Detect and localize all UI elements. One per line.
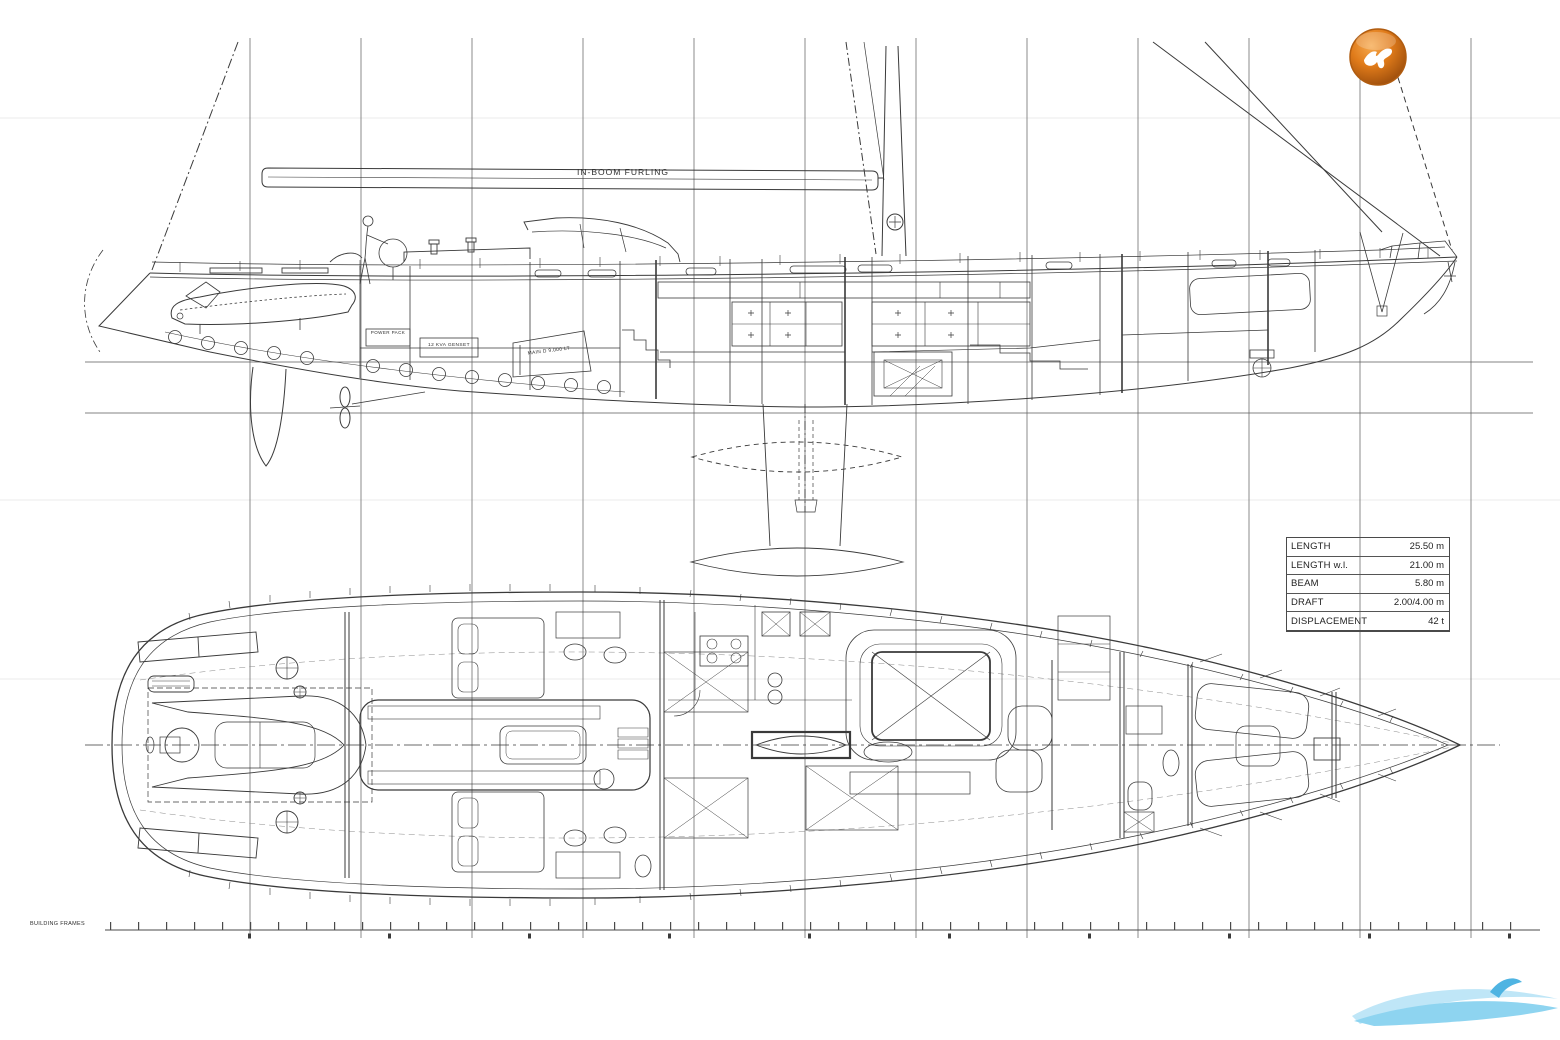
deck-structures bbox=[209, 217, 681, 274]
power-pack-label: POWER PACK bbox=[370, 331, 406, 336]
spec-row-length-wl: LENGTH w.l. 21.00 m bbox=[1287, 557, 1449, 576]
sink bbox=[767, 672, 783, 688]
double-berth bbox=[451, 791, 545, 873]
deck-stanchions-bottom bbox=[188, 767, 1394, 906]
spec-value: 21.00 m bbox=[1409, 559, 1444, 571]
spec-value: 2.00/4.00 m bbox=[1393, 597, 1444, 609]
forward-accommodation bbox=[1051, 615, 1397, 838]
boom-furling-label: IN-BOOM FURLING bbox=[577, 167, 669, 177]
outboard-motor-plan bbox=[164, 727, 200, 763]
cockpit-table bbox=[499, 725, 587, 765]
saloon-table bbox=[871, 651, 991, 741]
basin bbox=[1162, 749, 1180, 777]
fuel-tank bbox=[512, 330, 592, 378]
spec-label: LENGTH w.l. bbox=[1291, 559, 1349, 571]
plan-view bbox=[85, 584, 1500, 906]
watermark-wave-logo bbox=[1352, 972, 1560, 1036]
double-berth bbox=[451, 617, 545, 699]
datum-waterlines bbox=[85, 361, 1533, 414]
basin bbox=[563, 829, 587, 847]
broker-logo bbox=[1347, 26, 1409, 88]
armchair bbox=[995, 749, 1043, 793]
genset-box bbox=[419, 337, 479, 358]
pilothouse bbox=[523, 217, 681, 263]
engine-box bbox=[873, 351, 953, 397]
basin bbox=[563, 643, 587, 661]
keel-foil-section-lowered bbox=[689, 547, 905, 577]
anchor-icon bbox=[1444, 261, 1456, 283]
keel-trunk-plan bbox=[750, 730, 852, 760]
spec-label: DISPLACEMENT bbox=[1291, 615, 1368, 627]
scan-streak bbox=[0, 117, 1560, 119]
outboard-motor-icon bbox=[185, 281, 301, 334]
spec-value: 25.50 m bbox=[1409, 541, 1444, 553]
boom bbox=[261, 167, 879, 191]
tender-dinghy-plan bbox=[151, 695, 367, 795]
scan-streak bbox=[0, 499, 1560, 501]
v-berth bbox=[1194, 751, 1310, 807]
genset-label: 12 KVA GENSET bbox=[428, 343, 470, 348]
power-pack-box bbox=[365, 328, 411, 347]
basin bbox=[603, 826, 627, 844]
spec-value: 42 t bbox=[1428, 615, 1444, 627]
forward-berth bbox=[1189, 272, 1311, 316]
saloon-settee bbox=[845, 629, 1017, 761]
orange-falcon-badge-icon bbox=[1349, 28, 1407, 86]
tender-garage-plan bbox=[145, 675, 373, 803]
hull-frame-holes bbox=[164, 330, 626, 394]
spec-label: DRAFT bbox=[1291, 597, 1324, 609]
toilet bbox=[634, 854, 652, 878]
spec-row-draft: DRAFT 2.00/4.00 m bbox=[1287, 594, 1449, 613]
aft-deck-fittings bbox=[137, 631, 307, 859]
profile-view bbox=[84, 41, 1458, 577]
rudder-and-propeller bbox=[250, 366, 426, 467]
spec-row-length: LENGTH 25.50 m bbox=[1287, 538, 1449, 557]
saloon-seat-steps bbox=[970, 344, 1088, 370]
blue-wave-swoosh-icon bbox=[1352, 978, 1558, 1026]
spec-value: 5.80 m bbox=[1414, 578, 1444, 590]
stove bbox=[699, 635, 749, 667]
helmsman-figure bbox=[359, 215, 408, 285]
spec-row-beam: BEAM 5.80 m bbox=[1287, 575, 1449, 594]
basin bbox=[603, 646, 627, 664]
cockpit-coaming bbox=[359, 699, 651, 791]
toilet bbox=[1127, 781, 1153, 811]
hull-profile bbox=[84, 240, 1458, 408]
falcon-glyph bbox=[1364, 48, 1393, 69]
mast-winch-icon bbox=[886, 213, 904, 231]
scale-ruler bbox=[105, 922, 1540, 939]
specifications-table: LENGTH 25.50 m LENGTH w.l. 21.00 m BEAM … bbox=[1286, 537, 1450, 632]
spec-label: LENGTH bbox=[1291, 541, 1331, 553]
scan-streak bbox=[0, 678, 1560, 680]
v-berth bbox=[1194, 683, 1310, 739]
hull-windows bbox=[534, 258, 1291, 278]
bow-pulpit bbox=[1379, 240, 1458, 260]
building-frames-label: BUILDING FRAMES bbox=[30, 921, 85, 927]
shower-box bbox=[1125, 705, 1163, 735]
lifting-keel bbox=[689, 403, 905, 577]
steering-wheel-icon bbox=[378, 238, 408, 268]
mast bbox=[878, 45, 907, 257]
aft-accommodation bbox=[344, 600, 665, 890]
rigging-lines bbox=[151, 41, 1453, 271]
midship-accommodation bbox=[663, 605, 1053, 839]
forestay-brace bbox=[1359, 231, 1404, 313]
keel-foil-section-raised bbox=[690, 441, 904, 473]
wheel-plan bbox=[593, 768, 615, 790]
armchair bbox=[1007, 705, 1053, 751]
companionway-steps bbox=[622, 329, 671, 368]
deck-stanchions-top bbox=[188, 584, 1394, 723]
tender-dinghy-profile bbox=[170, 281, 356, 334]
sink bbox=[767, 689, 783, 705]
spec-row-displacement: DISPLACEMENT 42 t bbox=[1287, 612, 1449, 631]
lifeline-stanchions bbox=[179, 248, 1429, 272]
frame-grid-lines bbox=[249, 38, 1472, 938]
companionway-plan bbox=[617, 727, 649, 760]
interior-joinery bbox=[365, 231, 1404, 397]
spec-label: BEAM bbox=[1291, 578, 1319, 590]
